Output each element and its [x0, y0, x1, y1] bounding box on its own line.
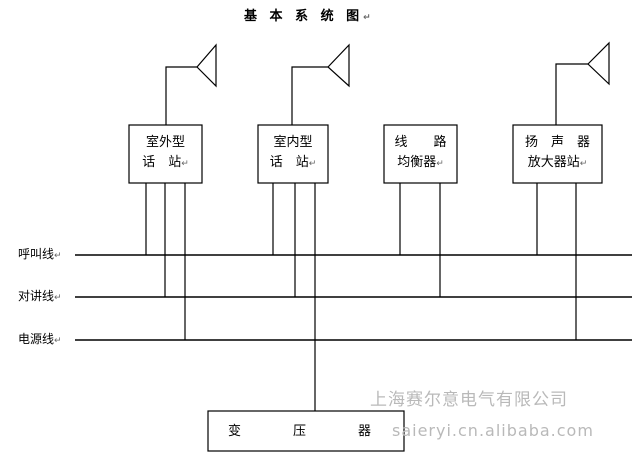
line-equalizer-line2: 均衡器↵: [397, 155, 444, 170]
amplifier-station-line1: 扬 声 器: [524, 135, 590, 150]
call-line-label: 呼叫线↵: [18, 247, 62, 261]
paragraph-mark: ↵: [363, 13, 375, 23]
line-equalizer-line1: 线 路: [394, 135, 447, 150]
indoor-station-box: [257, 124, 329, 184]
outdoor-station-label: 室外型 话 站↵: [129, 133, 202, 174]
horn-speaker-icon: [291, 43, 350, 125]
power-line-label: 电源线↵: [18, 332, 62, 346]
amplifier-station-box: [512, 124, 603, 184]
rail-connections: [145, 183, 577, 411]
diagram-title: 基 本 系 统 图↵: [244, 10, 375, 23]
watermark-company: 上海赛尔意电气有限公司: [370, 390, 568, 410]
diagram-title-text: 基 本 系 统 图: [244, 9, 364, 24]
watermark-url: saieryi.cn.alibaba.com: [392, 421, 594, 440]
indoor-station-line1: 室内型: [273, 135, 313, 150]
line-equalizer-box: [383, 124, 458, 184]
horn-speaker-icon: [165, 43, 217, 125]
indoor-station-line2: 话 站↵: [269, 155, 317, 170]
amplifier-station-label: 扬 声 器 放大器站↵: [513, 133, 602, 174]
outdoor-station-line1: 室外型: [145, 135, 185, 150]
horn-speaker-icon: [555, 41, 610, 125]
line-equalizer-label: 线 路 均衡器↵: [384, 133, 457, 174]
transformer-box: [207, 410, 405, 452]
indoor-station-label: 室内型 话 站↵: [258, 133, 328, 174]
outdoor-station-line2: 话 站↵: [142, 155, 189, 170]
amplifier-station-line2: 放大器站↵: [527, 155, 588, 170]
transformer-label: 变 压 器: [228, 424, 372, 439]
talk-line-label: 对讲线↵: [18, 289, 62, 303]
